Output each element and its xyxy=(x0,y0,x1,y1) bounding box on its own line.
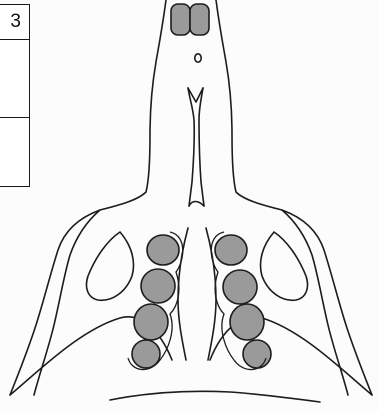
inner-contour-left xyxy=(34,210,100,395)
panel-label-cell-empty xyxy=(0,40,29,118)
panel-label: 3 xyxy=(0,5,29,40)
small-pore xyxy=(195,54,201,62)
panel-label-cell-empty xyxy=(0,118,29,186)
gland-left-3 xyxy=(134,304,168,340)
lower-lip xyxy=(110,391,320,402)
nasal-groove-base xyxy=(189,202,204,207)
nasal-pad-right xyxy=(190,4,209,35)
nasal-pad-left xyxy=(171,4,190,35)
nasal-groove xyxy=(188,88,204,206)
inner-contour-right xyxy=(282,210,348,395)
panel-label-box: 3 xyxy=(0,4,30,187)
gland-right-1 xyxy=(215,235,247,265)
gland-left-1 xyxy=(147,235,179,265)
gland-right-3 xyxy=(230,304,264,340)
gland-right-4 xyxy=(243,340,271,368)
cheek-loop-right xyxy=(261,232,308,300)
gland-left-2 xyxy=(141,269,175,303)
gland-right-2 xyxy=(223,270,257,304)
gland-left-4 xyxy=(132,340,160,368)
cheek-loop-left xyxy=(86,232,133,300)
